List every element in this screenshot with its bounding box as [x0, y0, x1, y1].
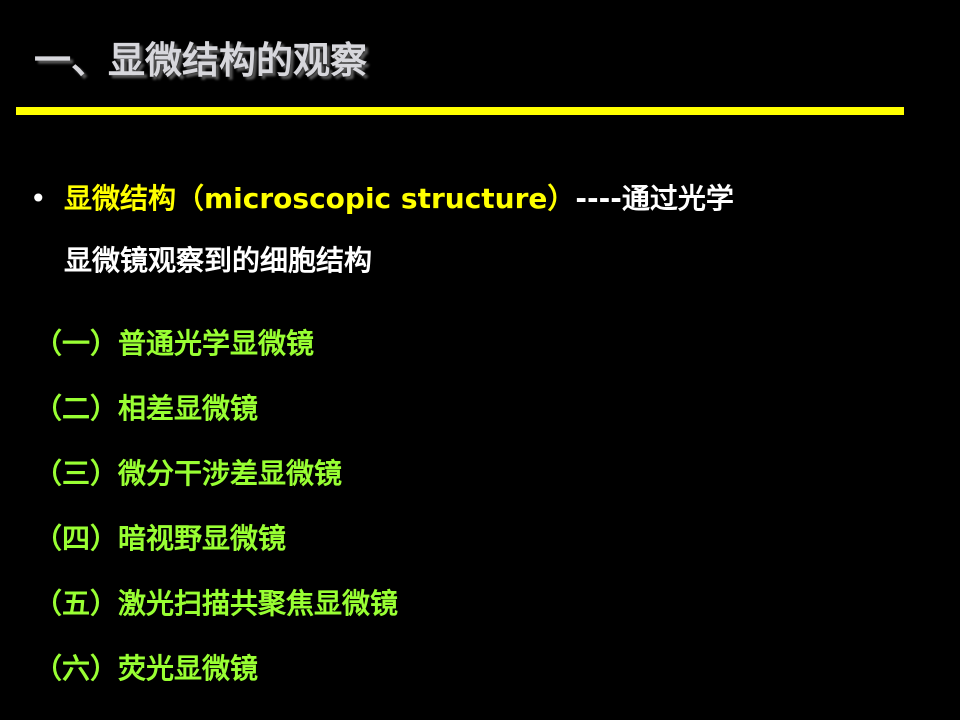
slide-title: 一、显微结构的观察 — [34, 39, 367, 82]
definition-text-1: 通过光学 — [621, 182, 734, 215]
microscope-list: （一）普通光学显微镜 （二）相差显微镜 （三）微分干涉差显微镜 （四）暗视野显微… — [34, 314, 398, 704]
definition-line-1: 显微结构（microscopic structure）----通过光学 — [30, 168, 920, 230]
definition-bullet: • 显微结构（microscopic structure）----通过光学 显微… — [30, 168, 920, 292]
list-item: （四）暗视野显微镜 — [34, 522, 287, 555]
list-item: （五）激光扫描共聚焦显微镜 — [34, 587, 399, 620]
term-dash: ---- — [575, 182, 622, 215]
title-divider — [16, 107, 904, 115]
bullet-dot-icon: • — [30, 182, 47, 215]
definition-text-2: 显微镜观察到的细胞结构 — [64, 244, 373, 277]
list-item: （六）荧光显微镜 — [34, 652, 259, 685]
list-item: （二）相差显微镜 — [34, 392, 259, 425]
list-item: （一）普通光学显微镜 — [34, 327, 315, 360]
term-label: 显微结构（microscopic structure） — [64, 182, 576, 215]
list-item: （三）微分干涉差显微镜 — [34, 457, 343, 490]
